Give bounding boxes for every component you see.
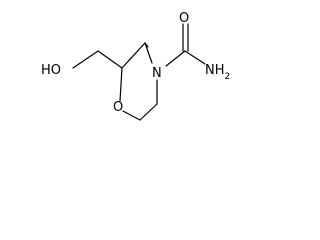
molecule-canvas: HO N O O NH2 bbox=[0, 0, 250, 134]
bond-c2-ch2 bbox=[97, 50, 123, 69]
bond-o1-c2 bbox=[119, 67, 123, 102]
ring-oxygen-label: O bbox=[113, 100, 123, 115]
amine-label: NH2 bbox=[205, 63, 230, 82]
bond-ch2-oh bbox=[72, 50, 99, 69]
amine-nh: NH bbox=[205, 63, 225, 78]
amine-subscript: 2 bbox=[225, 72, 231, 82]
bond-c2-c3 bbox=[121, 42, 146, 69]
bond-carbonyl-nh2 bbox=[184, 50, 206, 65]
hydroxyl-label: HO bbox=[41, 63, 61, 78]
bond-c3-n4-b bbox=[144, 42, 153, 64]
amide-oxygen-label: O bbox=[179, 11, 189, 26]
bond-n4-carbonyl bbox=[165, 50, 186, 67]
molecule-structure: HO N O O NH2 bbox=[41, 11, 230, 121]
bond-c5-c6 bbox=[139, 103, 158, 121]
bond-c6-o1 bbox=[122, 110, 141, 121]
ring-nitrogen-label: N bbox=[152, 66, 162, 81]
